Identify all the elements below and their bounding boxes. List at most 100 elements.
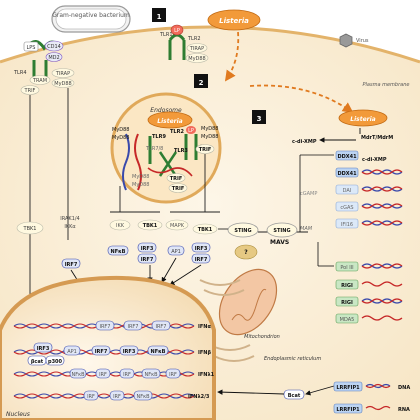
rna-strands-sensors bbox=[361, 263, 403, 321]
rna-label: RNA bbox=[398, 407, 410, 413]
endosome-label: Endosome bbox=[150, 107, 182, 114]
dna-label: DNA bbox=[398, 385, 410, 391]
irf7-row1-a: IRF7 bbox=[99, 324, 110, 330]
tbk1-label-mid: TBK1 bbox=[143, 223, 158, 229]
svg-text:1: 1 bbox=[157, 13, 162, 21]
ikka-label: IKKα bbox=[64, 224, 76, 230]
irf7-row2: IRF7 bbox=[95, 349, 108, 355]
sting-mavs-complex: STING ? STING MAM MAVS bbox=[227, 222, 313, 260]
ap1-row2: AP1 bbox=[67, 349, 77, 355]
nfkb-row4: NFκB bbox=[137, 394, 151, 400]
listeria-label-endosome: Listeria bbox=[157, 118, 182, 125]
virus-label: Virus bbox=[356, 38, 369, 44]
lp-label-top: LP bbox=[174, 28, 180, 34]
irak14-label: IRAK1/4 bbox=[60, 216, 80, 222]
irf3-label-cyto-a: IRF3 bbox=[141, 246, 154, 252]
gene-ifnl1: IFNλ1 bbox=[198, 372, 215, 378]
bcat-cytosol: Bcat bbox=[288, 393, 301, 399]
cytosolic-transcription-factors: NFκB IRF3 IRF7 AP1 IRF3 IRF7 IRF7 bbox=[61, 242, 211, 269]
tlr2-label-endosome: TLR2 bbox=[170, 129, 184, 135]
irf7-row1-b: IRF7 bbox=[127, 324, 138, 330]
myd88-tlr78-a: MyD88 bbox=[132, 174, 150, 180]
myd88-tlr2-b: MyD88 bbox=[201, 134, 219, 140]
trif-label-endosome-b: TRIF bbox=[172, 186, 185, 192]
tlr2-label-top: TLR2 bbox=[187, 36, 201, 42]
irf-row3-a: IRF bbox=[99, 372, 107, 378]
myd88-label-top: MyD88 bbox=[188, 56, 206, 62]
irf7-label-cyto-a: IRF7 bbox=[141, 257, 154, 263]
plasma-membrane-label: Plasma membrane bbox=[363, 82, 410, 88]
ddx41-label-a: DDX41 bbox=[337, 154, 357, 160]
mapk-label: MAPK bbox=[170, 223, 185, 229]
myd88-tlr9-a: MyD88 bbox=[112, 127, 130, 133]
bacterium-label: Gram-negative bacterium bbox=[52, 12, 130, 19]
panel-3-sensors: Listeria MdrT/MdrM c-di-XMP c-di-XMP DDX… bbox=[292, 109, 403, 324]
myd88-tlr78-b: MyD88 bbox=[132, 182, 150, 188]
er-label-line1: Endoplasmic reticulum bbox=[264, 356, 321, 362]
rigi-label-a: RIGI bbox=[341, 283, 353, 289]
irf3-row2: IRF3 bbox=[123, 349, 136, 355]
tlr9-label: TLR9 bbox=[152, 134, 166, 140]
irf7-row1-c: IRF7 bbox=[155, 324, 166, 330]
tlr4-label: TLR4 bbox=[13, 70, 27, 76]
mdrt-label: MdrT/MdrM bbox=[361, 135, 393, 141]
svg-text:2: 2 bbox=[199, 79, 204, 87]
irf-row4-b: IRF bbox=[113, 394, 121, 400]
kinase-row: TBK1 IRAK1/4 IKKα IKK TBK1 MAPK TBK1 bbox=[16, 216, 228, 235]
irf-row3-b: IRF bbox=[123, 372, 131, 378]
trif-label-outside: TRIF bbox=[199, 147, 212, 153]
lrrfip1-pathway: Bcat LRRFIP1 LRRFIP1 DNA RNA bbox=[217, 381, 410, 414]
myd88-tlr2-a: MyD88 bbox=[201, 126, 219, 132]
cgamp-label: cGAMP bbox=[300, 191, 317, 197]
trif-label-endosome-a: TRIF bbox=[170, 176, 183, 182]
ikk-label: IKK bbox=[116, 223, 125, 229]
tbk1-label-right: TBK1 bbox=[198, 227, 213, 233]
mam-label: MAM bbox=[300, 226, 313, 232]
nucleus: Nucleus IFNα IFNβ IFNλ1 IFNλ2/3 IRF7 IRF… bbox=[0, 275, 216, 420]
svg-text:3: 3 bbox=[257, 115, 262, 123]
c-di-xmp-label-b: c-di-XMP bbox=[362, 157, 387, 163]
myd88-label-left: MyD88 bbox=[54, 81, 72, 87]
nfkb-row3-b: NFκB bbox=[145, 372, 159, 378]
ifi16-label: IFI16 bbox=[341, 222, 353, 228]
irf-row4-a: IRF bbox=[87, 394, 95, 400]
rigi-label-b: RIGI bbox=[341, 300, 353, 306]
listeria-label-cytosol: Listeria bbox=[350, 116, 375, 123]
panel-badge-2: 2 bbox=[194, 74, 208, 88]
mavs-label: MAVS bbox=[270, 239, 289, 246]
nfkb-row2: NFκB bbox=[151, 349, 166, 355]
tlr3-label: TLR3 bbox=[174, 148, 188, 154]
trif-node-outside bbox=[195, 144, 215, 154]
tram-label: TRAM bbox=[32, 78, 47, 84]
dna-strands-sensors bbox=[361, 169, 403, 226]
mitochondrion-label: Mitochondrion bbox=[244, 334, 280, 340]
question-mark-sting: ? bbox=[244, 249, 248, 256]
gram-negative-bacterium: Gram-negative bacterium bbox=[51, 5, 131, 33]
gene-ifna: IFNα bbox=[198, 324, 211, 330]
gene-ifnl23: IFNλ2/3 bbox=[188, 394, 210, 400]
nucleus-label: Nucleus bbox=[6, 411, 30, 418]
tirap-label-top: TIRAP bbox=[189, 46, 204, 52]
listeria-label-top: Listeria bbox=[219, 17, 249, 25]
irf3-label-cyto-b: IRF3 bbox=[195, 246, 208, 252]
panel-badge-3: 3 bbox=[252, 110, 266, 124]
c-di-xmp-label-a: c-di-XMP bbox=[292, 139, 317, 145]
cgas-label: cGAS bbox=[340, 205, 353, 211]
p300-nucleus: p300 bbox=[48, 359, 63, 365]
tlr16-label: TLR1/6 bbox=[159, 32, 177, 38]
irf3-cluster: IRF3 bbox=[37, 346, 50, 352]
sting-label-b: STING bbox=[273, 228, 290, 234]
endosome: Endosome Listeria TLR9 MyD88 MyD88 LP TL… bbox=[110, 92, 222, 204]
mitochondrion: Mitochondrion bbox=[218, 268, 280, 340]
ap1-label-cyto: AP1 bbox=[171, 249, 181, 255]
mda5-label: MDA5 bbox=[340, 317, 355, 323]
tirap-label-left: TIRAP bbox=[55, 71, 70, 77]
nfkb-row3-a: NFκB bbox=[72, 372, 86, 378]
cd14-label: CD14 bbox=[47, 44, 61, 50]
lps-label: LPS bbox=[27, 45, 36, 51]
myd88-tlr9-b: MyD88 bbox=[112, 135, 130, 141]
tlr78-label: TLR7/8 bbox=[145, 146, 163, 152]
ddx41-label-b: DDX41 bbox=[337, 171, 357, 177]
listeria-extracellular: Listeria bbox=[207, 9, 261, 31]
